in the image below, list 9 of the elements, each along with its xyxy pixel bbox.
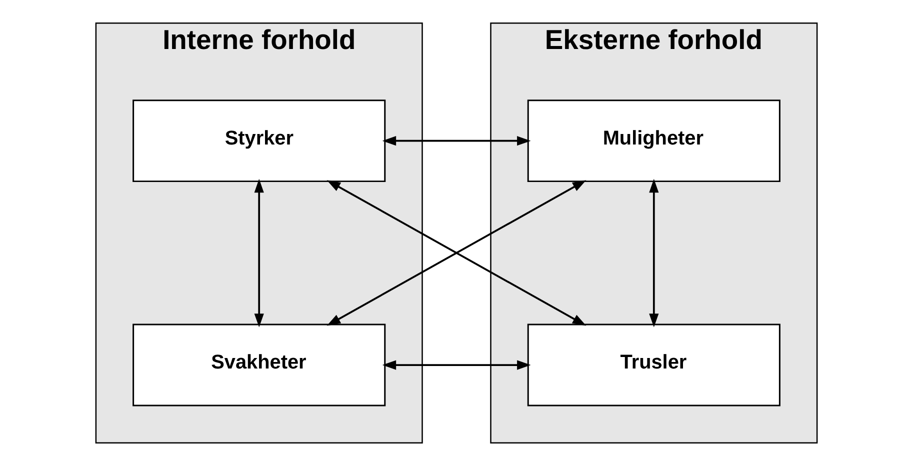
node-box: Trusler bbox=[527, 324, 780, 406]
arrow bbox=[254, 178, 264, 328]
arrow bbox=[382, 136, 531, 146]
node-box: Styrker bbox=[132, 100, 386, 182]
node-box: Svakheter bbox=[132, 324, 386, 406]
arrow bbox=[382, 360, 531, 370]
node-box: Muligheter bbox=[527, 100, 780, 182]
arrow bbox=[649, 178, 659, 328]
arrow bbox=[326, 180, 586, 326]
